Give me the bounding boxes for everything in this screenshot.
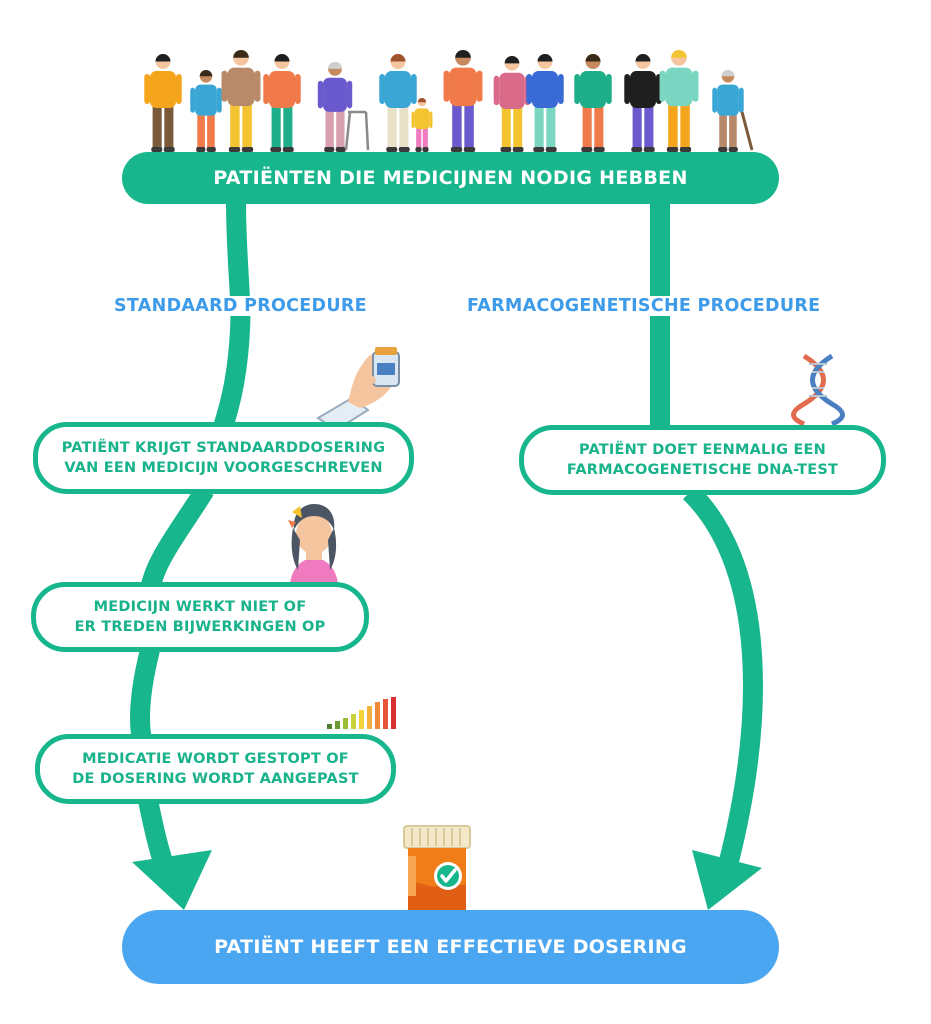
- standard-procedure-title: STANDAARD PROCEDURE: [108, 296, 373, 316]
- person-figure: [263, 54, 301, 152]
- effective-dose-label: PATIËNT HEEFT EEN EFFECTIEVE DOSERING: [214, 936, 687, 958]
- step-dna-test: PATIËNT DOET EENMALIG EEN FARMACOGENETIS…: [519, 425, 886, 495]
- person-figure: [379, 54, 417, 152]
- step-standard-dose-line1: PATIËNT KRIJGT STANDAARDDOSERING: [61, 440, 386, 456]
- person-figure: [574, 54, 612, 152]
- left-arrowhead: [132, 850, 212, 910]
- person-figure: [712, 70, 744, 152]
- person-figure: [443, 49, 483, 152]
- person-figure: [659, 49, 699, 152]
- person-figure: [144, 54, 182, 152]
- right-arrowhead: [692, 850, 762, 910]
- step-side-effects-line1: MEDICIJN WERKT NIET OF: [93, 599, 307, 615]
- step-side-effects-line2: ER TREDEN BIJWERKINGEN OP: [74, 619, 326, 635]
- patients-top-bar: PATIËNTEN DIE MEDICIJNEN NODIG HEBBEN: [122, 152, 779, 204]
- left-connector-top: [212, 199, 251, 434]
- pharmacogenetic-procedure-title: FARMACOGENETISCHE PROCEDURE: [461, 296, 827, 316]
- person-figure: [221, 49, 261, 152]
- right-connector-arrow-shaft: [682, 484, 763, 868]
- walker-frame: [344, 110, 370, 151]
- left-connector-mid: [140, 484, 214, 593]
- left-connector-low: [130, 647, 160, 742]
- step-adjust-dose: MEDICATIE WORDT GESTOPT OF DE DOSERING W…: [35, 734, 396, 804]
- step-standard-dose: PATIËNT KRIJGT STANDAARDDOSERING VAN EEN…: [33, 422, 414, 494]
- person-figure: [411, 97, 433, 152]
- step-adjust-dose-line2: DE DOSERING WORDT AANGEPAST: [72, 771, 359, 787]
- person-figure: [317, 62, 353, 152]
- step-dna-test-line1: PATIËNT DOET EENMALIG EEN: [579, 442, 826, 458]
- step-dna-test-line2: FARMACOGENETISCHE DNA-TEST: [566, 462, 839, 478]
- person-figure: [190, 69, 222, 152]
- effective-dose-bottom-bar: PATIËNT HEEFT EEN EFFECTIEVE DOSERING: [122, 910, 779, 984]
- step-standard-dose-line2: VAN EEN MEDICIJN VOORGESCHREVEN: [64, 460, 383, 476]
- person-figure: [624, 54, 662, 152]
- person-figure: [526, 54, 564, 152]
- patients-top-label: PATIËNTEN DIE MEDICIJNEN NODIG HEBBEN: [213, 167, 688, 189]
- cane: [740, 111, 754, 151]
- step-side-effects: MEDICIJN WERKT NIET OF ER TREDEN BIJWERK…: [31, 582, 369, 652]
- step-adjust-dose-line1: MEDICATIE WORDT GESTOPT OF: [82, 751, 349, 767]
